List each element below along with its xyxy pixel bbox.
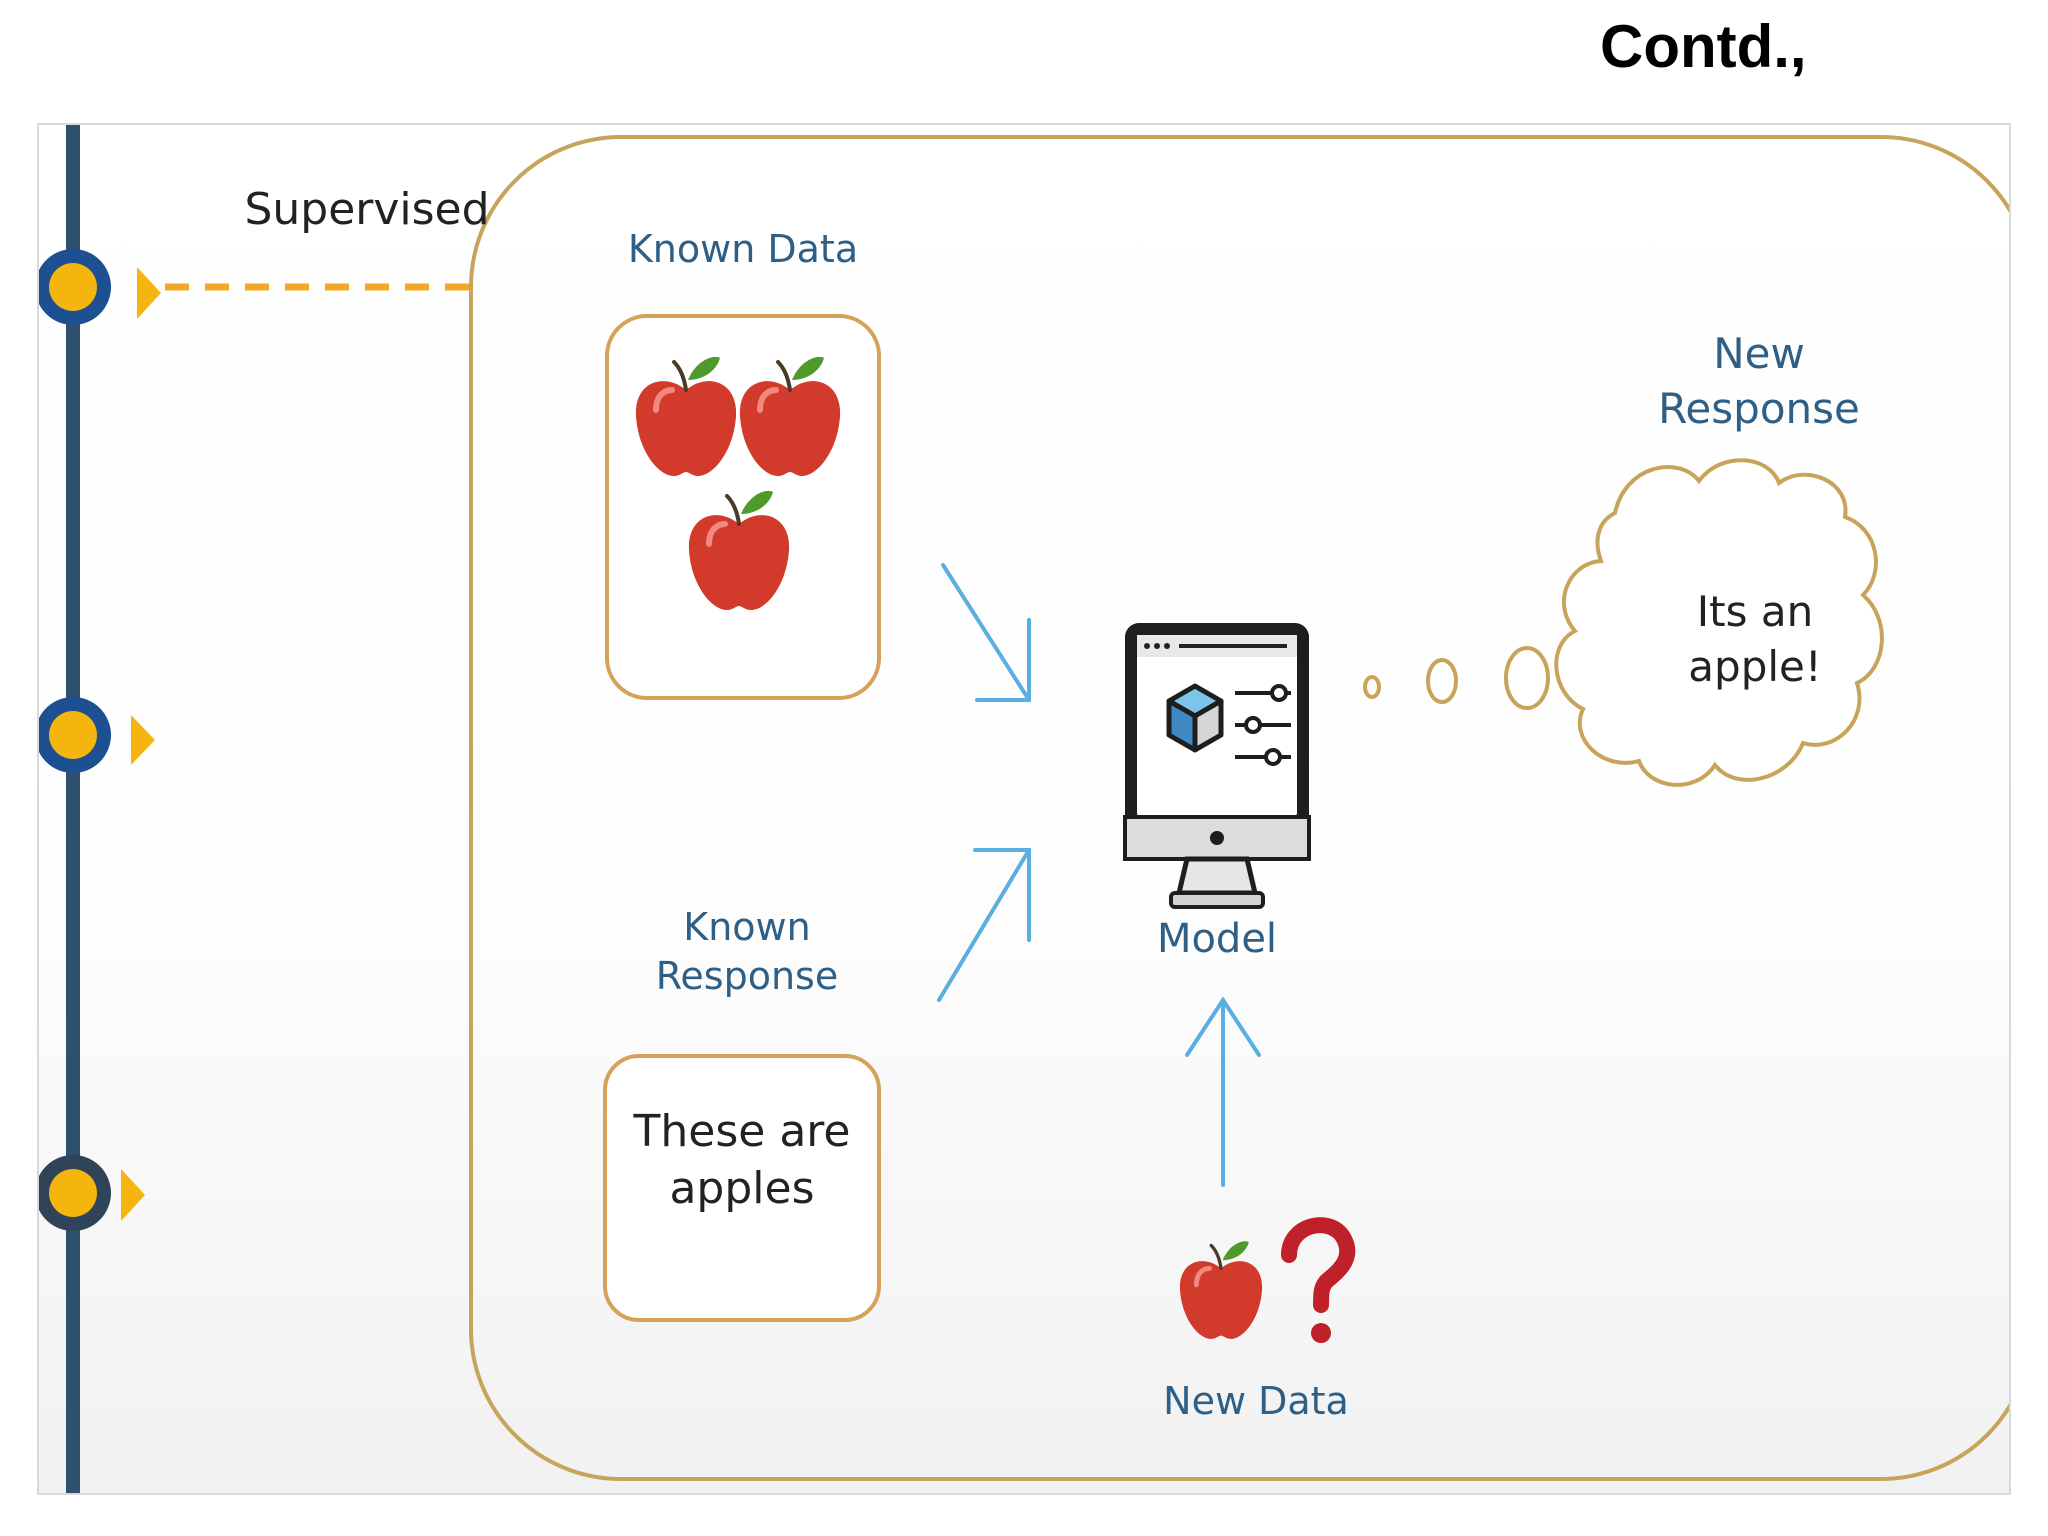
- timeline: [39, 125, 471, 1493]
- model-label: Model: [1156, 916, 1278, 962]
- known-response-label: Known Response: [655, 905, 839, 999]
- computer-model-icon: [1123, 623, 1311, 909]
- known-response-box: [603, 1054, 881, 1322]
- question-mark-icon: [1281, 1217, 1356, 1343]
- thought-dots: [1363, 646, 1550, 710]
- new-data-label: New Data: [1163, 1379, 1349, 1423]
- new-data-apple-icon: [1180, 1241, 1262, 1339]
- timeline-node-3[interactable]: [39, 1155, 145, 1231]
- supervised-container: [469, 135, 2009, 1481]
- arrow-known-response-to-model: [937, 848, 1031, 1002]
- known-data-label: Known Data: [627, 227, 859, 271]
- new-response-label: New Response: [1658, 329, 1860, 433]
- timeline-node-supervised[interactable]: [39, 249, 161, 325]
- timeline-node-2[interactable]: [39, 697, 155, 773]
- slide-title: Contd.,: [1600, 13, 1807, 80]
- arrow-new-data-to-model: [1185, 996, 1261, 1187]
- thought-cloud-icon: [1554, 458, 1884, 787]
- new-response-text: Its an apple!: [1688, 587, 1822, 691]
- arrow-known-data-to-model: [941, 563, 1031, 702]
- diagram-canvas: [39, 125, 2009, 1493]
- supervised-label: Supervised: [244, 184, 490, 235]
- known-response-text: These are apples: [633, 1106, 851, 1215]
- known-data-box: [605, 314, 881, 700]
- diagram-frame: Supervised Known Data Known Response The…: [37, 123, 2011, 1495]
